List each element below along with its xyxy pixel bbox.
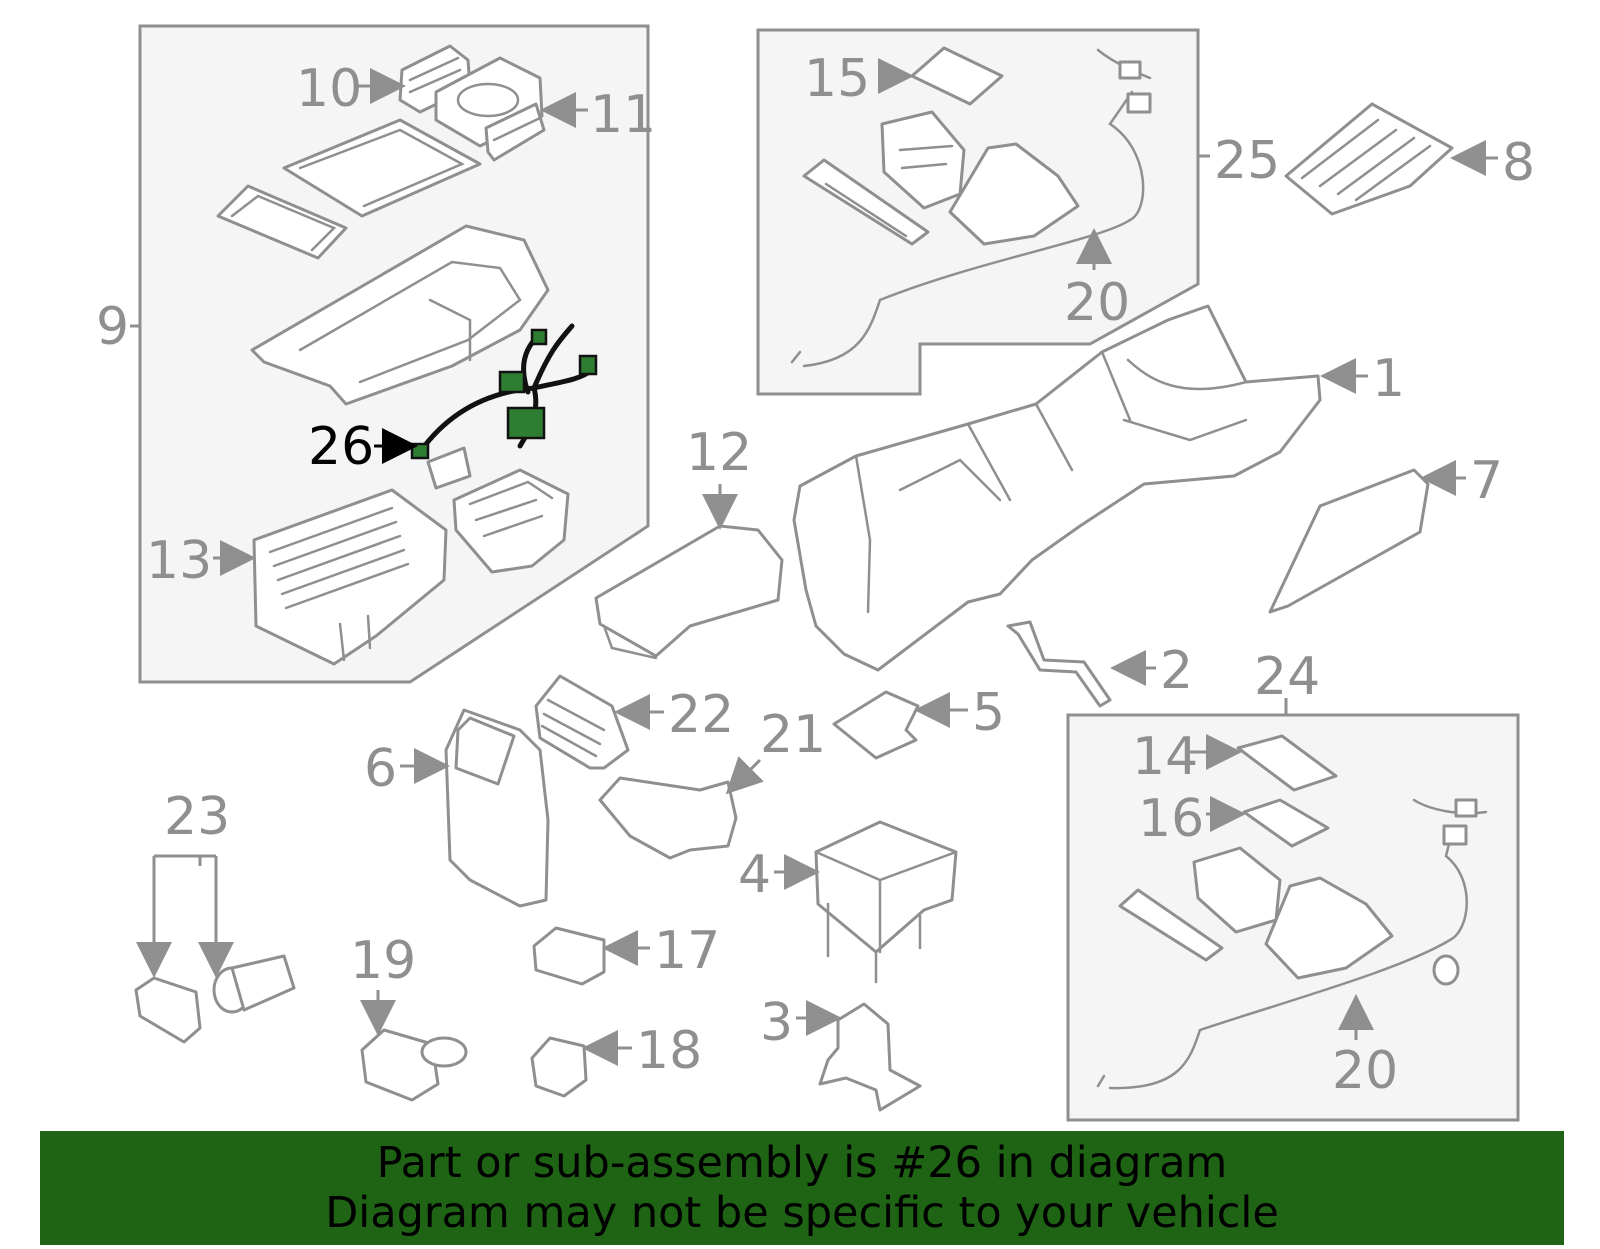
label-8: 8: [1502, 133, 1535, 193]
label-16: 16: [1138, 789, 1204, 849]
part-1-console: [792, 304, 1322, 672]
part-24-cup: [1264, 876, 1394, 980]
part-25-cup: [948, 142, 1080, 246]
label-20-bottom: 20: [1332, 1041, 1398, 1101]
part-25-bracket-small: [802, 158, 930, 246]
part-21-duct: [598, 776, 738, 860]
part-19-socket: [360, 1028, 468, 1102]
part-22-vent: [534, 674, 630, 770]
part-23-cap: [134, 976, 202, 1044]
part-tray-right: [452, 468, 570, 574]
label-20-top: 20: [1064, 273, 1130, 333]
label-18: 18: [636, 1021, 702, 1081]
label-10: 10: [296, 59, 362, 119]
part-small-module: [426, 446, 472, 490]
banner-line-1: Part or sub-assembly is #26 in diagram: [376, 1138, 1228, 1188]
part-2-bracket: [1006, 620, 1112, 708]
info-banner: Part or sub-assembly is #26 in diagram D…: [40, 1131, 1564, 1245]
label-19: 19: [350, 931, 416, 991]
label-23: 23: [164, 787, 230, 847]
label-26: 26: [308, 417, 374, 477]
console-upper-panel: [250, 224, 550, 406]
trim-frame-left: [216, 184, 348, 260]
part-12-armrest: [594, 524, 784, 660]
leader-arrows: [130, 58, 1498, 1066]
part-15-pad: [910, 46, 1004, 106]
part-11-switch: [484, 102, 546, 162]
label-5: 5: [972, 683, 1005, 743]
label-4: 4: [738, 845, 771, 905]
trim-frame-right: [282, 118, 482, 218]
part-labels: 9 10 11 13 26 15 25 8 20 1 7 12 2 24 5 2…: [96, 49, 1535, 1101]
label-7: 7: [1470, 451, 1503, 511]
part-6-cover: [444, 708, 550, 908]
label-2: 2: [1160, 641, 1193, 701]
label-11: 11: [590, 85, 656, 145]
part-17-module: [532, 926, 606, 986]
label-17: 17: [654, 921, 720, 981]
banner-line-2: Diagram may not be specific to your vehi…: [325, 1188, 1279, 1238]
label-24: 24: [1254, 647, 1320, 707]
part-23-socket: [212, 954, 296, 1014]
label-6: 6: [364, 739, 397, 799]
part-26-wire-harness: [410, 323, 598, 460]
part-25-cable: [790, 48, 1152, 368]
label-25: 25: [1214, 131, 1280, 191]
label-9: 9: [96, 297, 129, 357]
part-3-bracket: [818, 1002, 922, 1112]
label-1: 1: [1372, 349, 1405, 409]
label-15: 15: [804, 49, 870, 109]
part-13-vent-assembly: [252, 488, 448, 666]
part-18-module: [530, 1036, 588, 1098]
part-14-pad: [1236, 734, 1338, 792]
part-5-pad: [832, 690, 920, 760]
label-14: 14: [1132, 727, 1198, 787]
label-13: 13: [146, 531, 212, 591]
label-22: 22: [668, 685, 734, 745]
part-7-side-cover: [1268, 468, 1430, 614]
part-24-cable: [1096, 798, 1488, 1090]
part-24-bracket-small: [1118, 888, 1224, 962]
part-8-panel: [1284, 102, 1454, 216]
label-3: 3: [760, 993, 793, 1053]
label-21: 21: [760, 705, 826, 765]
label-12: 12: [686, 423, 752, 483]
part-4-storage-box: [814, 820, 958, 984]
part-16-pad: [1242, 798, 1330, 848]
